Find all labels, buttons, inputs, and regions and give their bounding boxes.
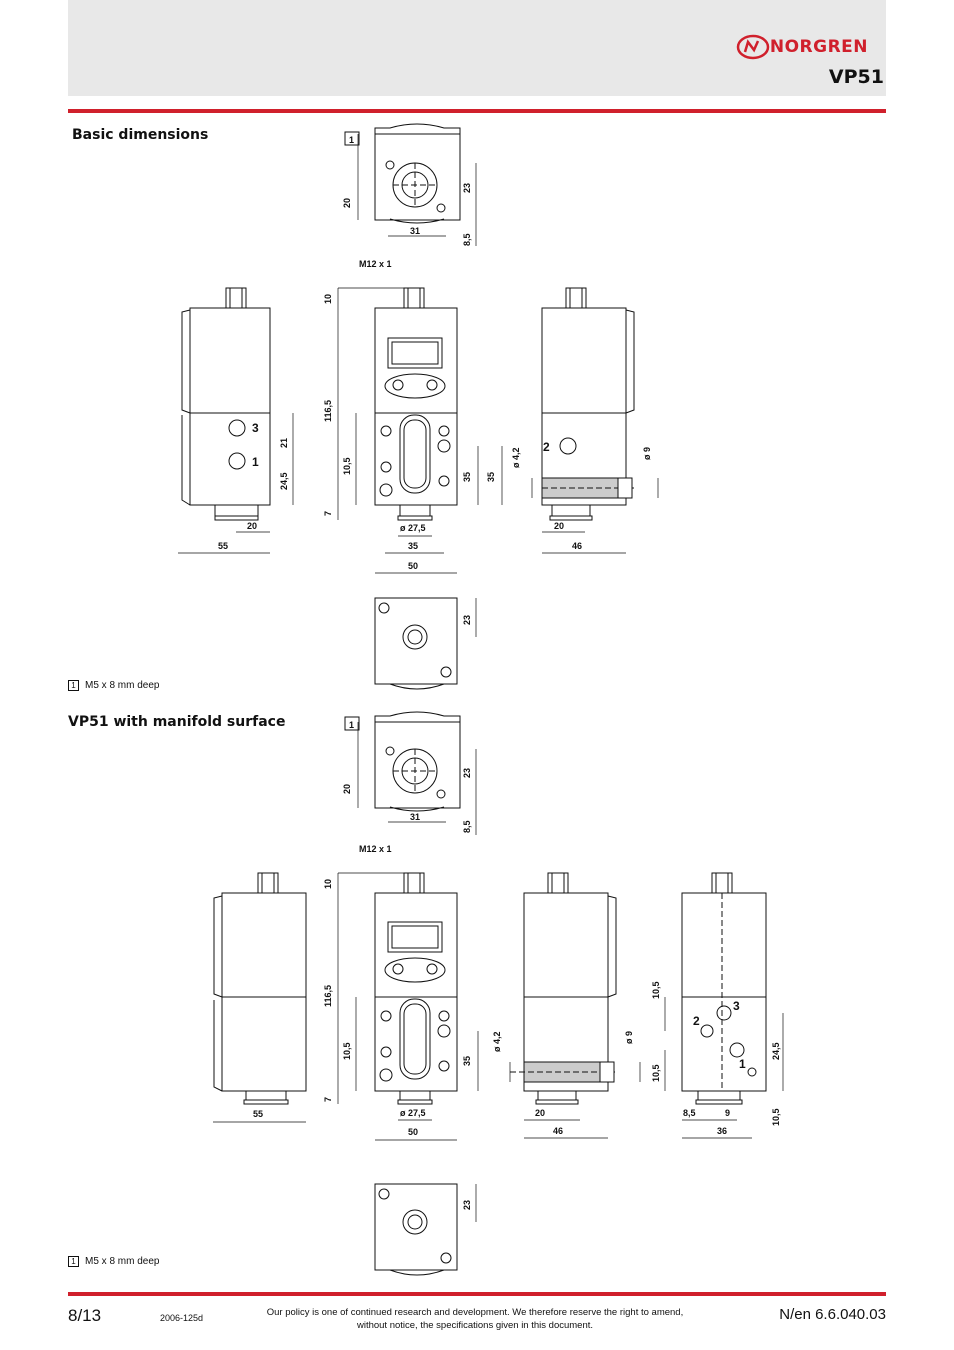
- dim-label: 10,5: [651, 1064, 661, 1082]
- norgren-logo: NORGREN: [736, 34, 868, 60]
- d2-bottom-view: [374, 1183, 477, 1276]
- port-label: 1: [252, 455, 259, 469]
- dim-label: ø 4,2: [492, 1031, 502, 1052]
- dim-label: 8,5: [462, 233, 472, 246]
- dim-label: 23: [462, 615, 472, 625]
- dim-label: ø 9: [642, 447, 652, 460]
- document-reference: N/en 6.6.040.03: [779, 1306, 886, 1323]
- dim-label: 10,5: [342, 457, 352, 475]
- d1-front-view: [337, 287, 479, 574]
- note-text: M5 x 8 mm deep: [85, 680, 160, 691]
- port-label: 3: [733, 999, 740, 1013]
- d2-callout-box: [344, 716, 360, 731]
- dim-label: 10: [323, 294, 333, 304]
- product-code: VP51: [828, 66, 884, 88]
- dim-label: ø 9: [624, 1031, 634, 1044]
- policy-line: Our policy is one of continued research …: [266, 1307, 684, 1318]
- dim-label: 23: [462, 183, 472, 193]
- d2-manifold-view: [664, 872, 784, 1139]
- port-label: 2: [693, 1014, 700, 1028]
- dim-label: 31: [410, 226, 420, 236]
- dim-label: 46: [572, 541, 582, 551]
- dim-label: 31: [410, 812, 420, 822]
- d1-bottom-view: [374, 597, 477, 690]
- d2-left-view: [213, 872, 307, 1123]
- port-label: 3: [252, 421, 259, 435]
- dim-label: 116,5: [323, 400, 333, 422]
- policy-line: without notice, the specifications given…: [356, 1320, 594, 1331]
- dim-label: ø 27,5: [400, 523, 426, 533]
- note-number: 1: [68, 680, 79, 691]
- dim-label: 46: [553, 1126, 563, 1136]
- dim-label: 55: [218, 541, 228, 551]
- dim-label: 20: [247, 521, 257, 531]
- d2-callout-number: 1: [349, 720, 354, 730]
- dim-label: 50: [408, 561, 418, 571]
- dim-label: 10: [323, 879, 333, 889]
- port-label: 1: [739, 1057, 746, 1071]
- dim-label: 7: [323, 1097, 333, 1102]
- dim-label: ø 27,5: [400, 1108, 426, 1118]
- dim-label: 10,5: [771, 1108, 781, 1126]
- bottom-divider: [68, 1292, 886, 1296]
- dim-label: 24,5: [279, 472, 289, 490]
- page-number: 8/13: [68, 1306, 102, 1325]
- d1-top-view: [357, 123, 477, 246]
- dim-label: 55: [253, 1109, 263, 1119]
- section-title-basic: Basic dimensions: [72, 127, 209, 143]
- dim-label: 35: [486, 472, 496, 482]
- dim-label: 20: [342, 198, 352, 208]
- dim-label: 9: [725, 1108, 730, 1118]
- d1-right-view: [501, 287, 659, 554]
- note-text: M5 x 8 mm deep: [85, 1256, 160, 1267]
- d1-callout-box: [344, 131, 360, 146]
- dim-label: 10,5: [342, 1042, 352, 1060]
- top-divider: [68, 109, 886, 113]
- dim-label: 50: [408, 1127, 418, 1137]
- dim-label: 116,5: [323, 985, 333, 1007]
- d2-top-view: [357, 711, 477, 835]
- dim-label: 20: [554, 521, 564, 531]
- note-basic: 1 M5 x 8 mm deep: [68, 680, 159, 691]
- section-title-manifold: VP51 with manifold surface: [68, 714, 286, 730]
- policy-statement: Our policy is one of continued research …: [230, 1306, 720, 1332]
- dim-label: 36: [717, 1126, 727, 1136]
- header-band: [68, 0, 886, 96]
- d1-left-view: [178, 287, 294, 554]
- note-number: 1: [68, 1256, 79, 1267]
- d2-side-view: [509, 872, 641, 1139]
- dim-label: 20: [342, 784, 352, 794]
- dim-label: 23: [462, 768, 472, 778]
- dim-label: 35: [462, 1056, 472, 1066]
- dim-label: 8,5: [462, 820, 472, 833]
- dim-label: 23: [462, 1200, 472, 1210]
- thread-label: M12 x 1: [359, 259, 392, 269]
- port-label: 2: [543, 440, 550, 454]
- dim-label: 10,5: [651, 981, 661, 999]
- dim-label: ø 4,2: [511, 447, 521, 468]
- dim-label: 20: [535, 1108, 545, 1118]
- dim-label: 21: [279, 438, 289, 448]
- dim-label: 7: [323, 511, 333, 516]
- d1-callout-number: 1: [349, 135, 354, 145]
- brand-name: NORGREN: [769, 37, 868, 57]
- dim-label: 35: [408, 541, 418, 551]
- note-manifold: 1 M5 x 8 mm deep: [68, 1256, 159, 1267]
- dim-label: 35: [462, 472, 472, 482]
- norgren-emblem-icon: [736, 34, 770, 60]
- document-code: 2006-125d: [160, 1313, 204, 1323]
- dim-label: 24,5: [771, 1042, 781, 1060]
- thread-label: M12 x 1: [359, 844, 392, 854]
- dim-label: 8,5: [683, 1108, 696, 1118]
- d2-front-view: [337, 872, 479, 1141]
